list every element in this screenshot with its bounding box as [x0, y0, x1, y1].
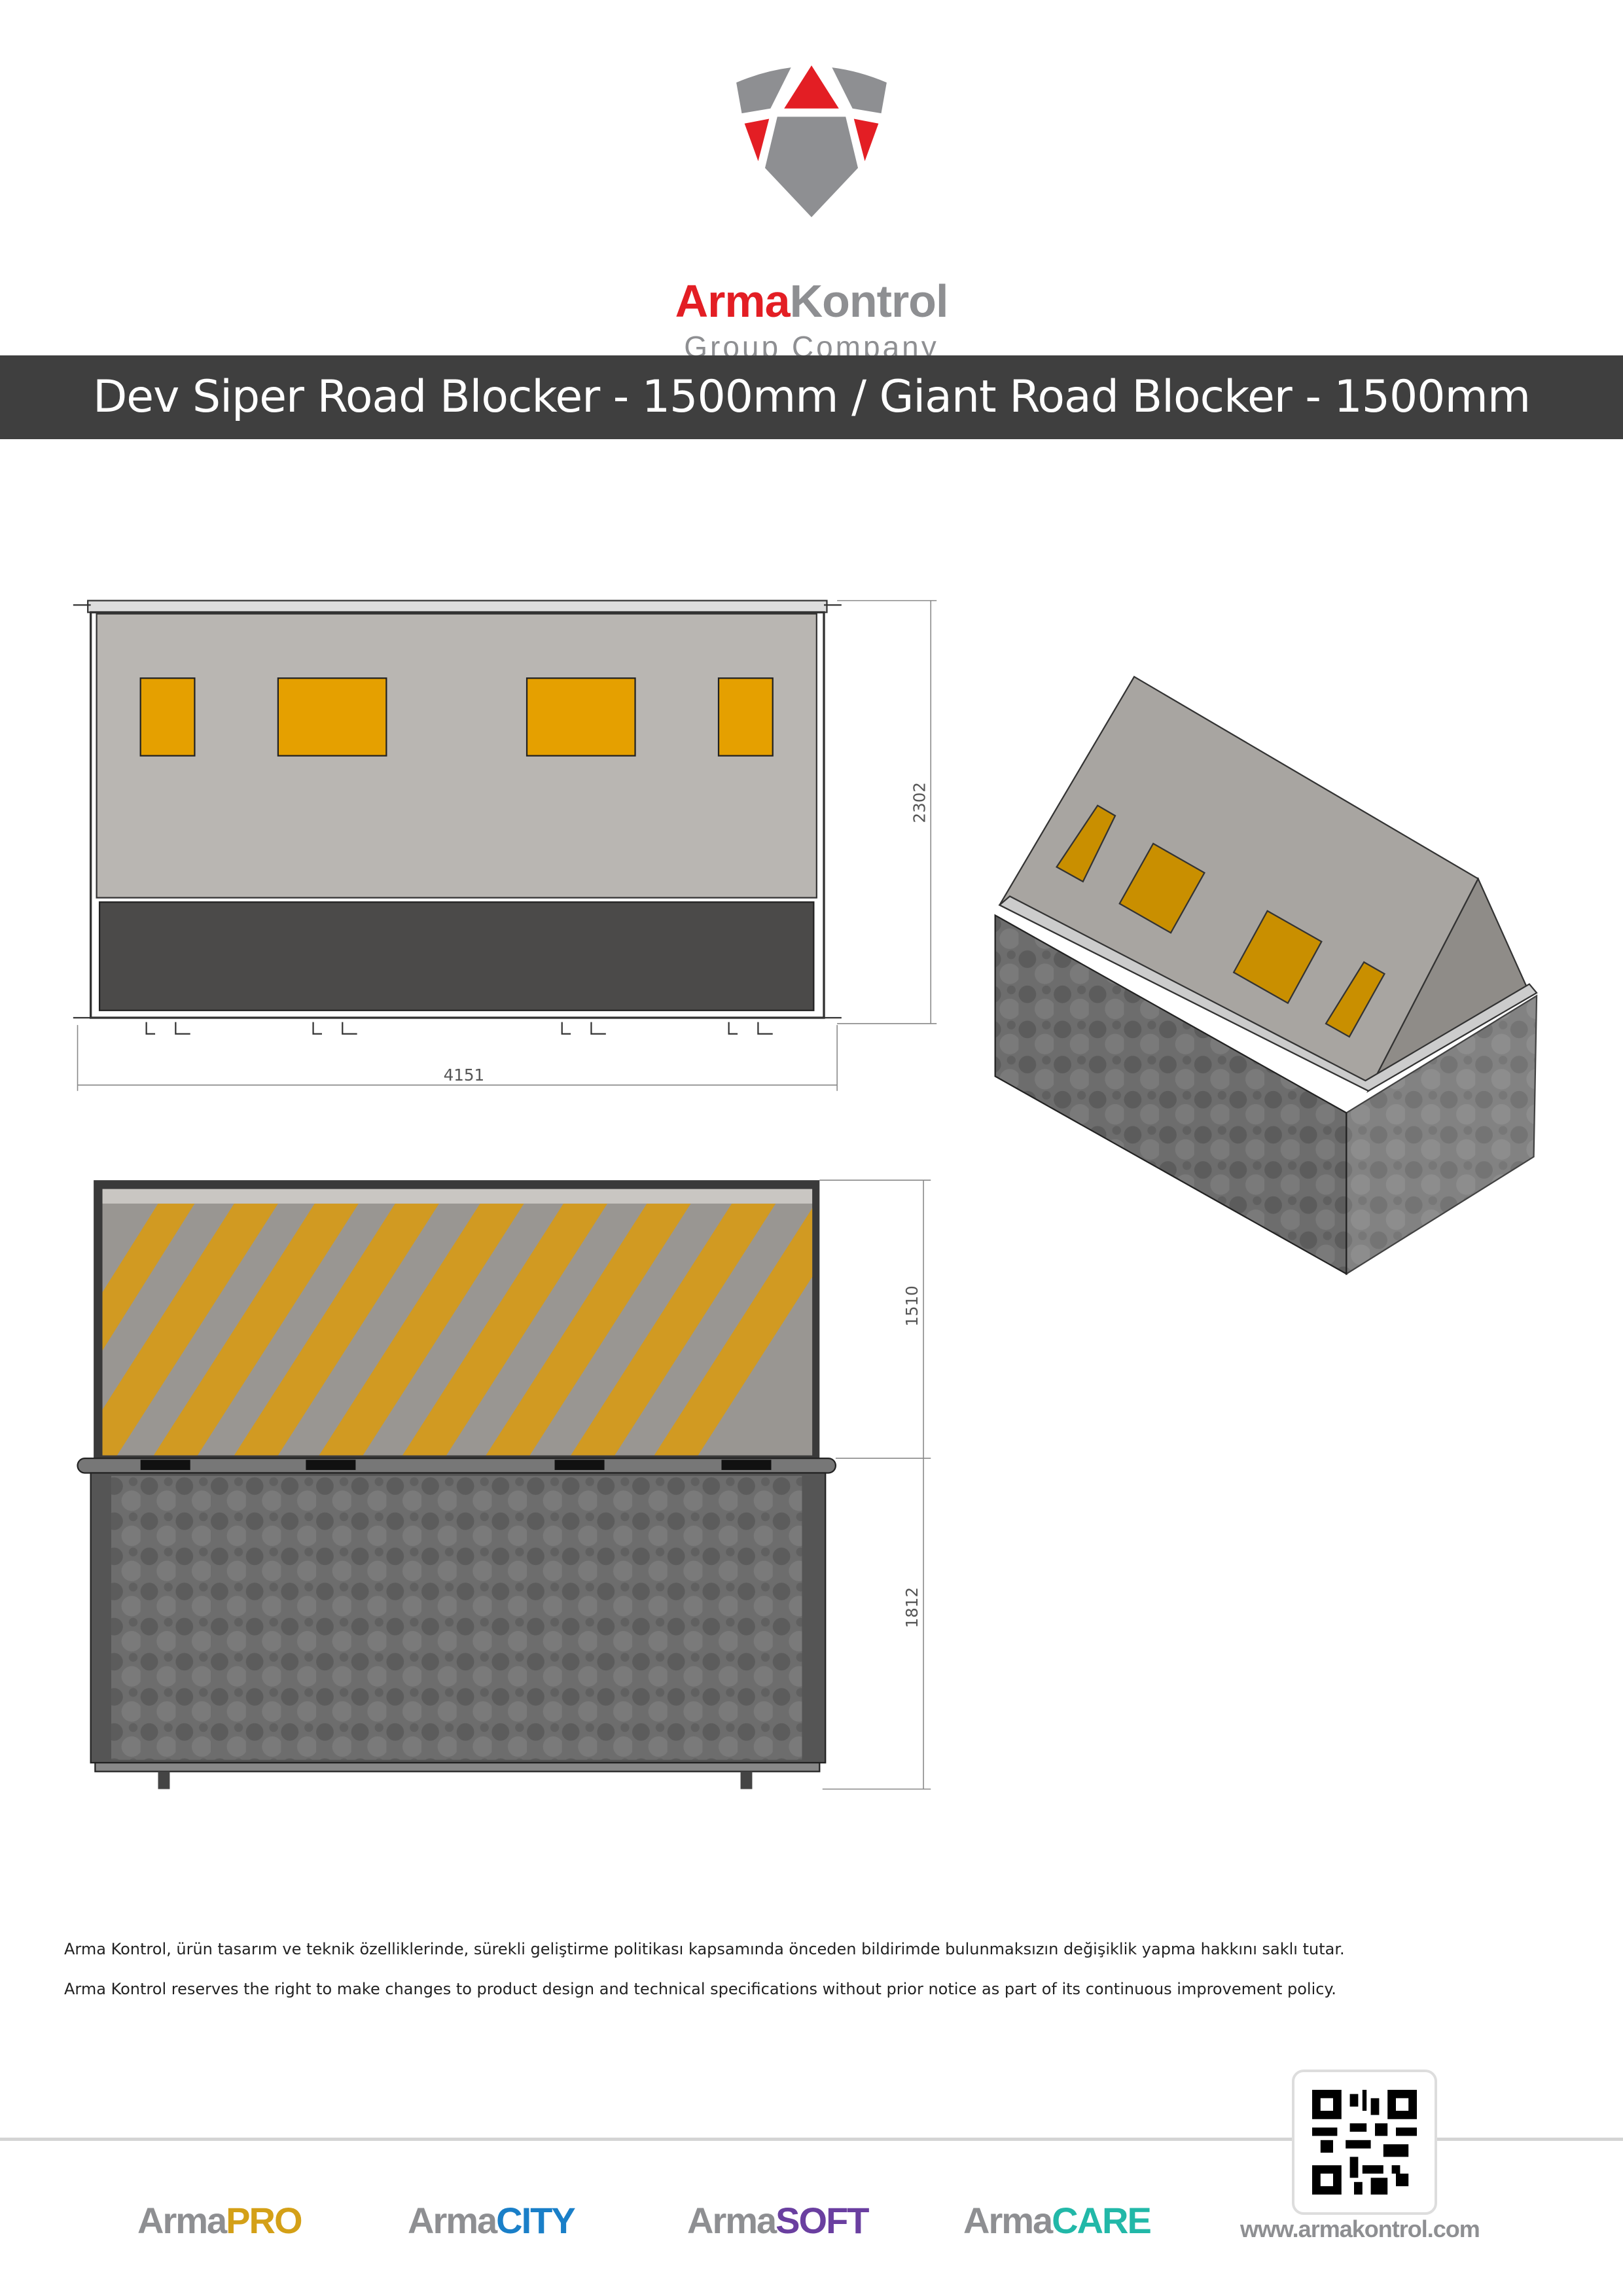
brand-prefix: Arma: [408, 2200, 497, 2241]
brand-prefix: Arma: [137, 2200, 227, 2241]
brand-name: ArmaKontrol: [654, 275, 969, 327]
side-view: 1510 1812: [77, 1179, 931, 1790]
brand-part2: Kontrol: [789, 276, 949, 327]
brand-armacare[interactable]: ArmaCARE: [963, 2199, 1152, 2242]
brand-suffix: CARE: [1052, 2200, 1152, 2241]
brand-armasoft[interactable]: ArmaSOFT: [687, 2199, 870, 2242]
disclaimer-english: Arma Kontrol reserves the right to make …: [64, 1980, 1336, 1998]
brand-armacity[interactable]: ArmaCITY: [408, 2199, 576, 2242]
dimension-width-label: 4151: [444, 1066, 485, 1085]
isometric-view: [994, 675, 1538, 1276]
qr-code[interactable]: [1292, 2070, 1437, 2215]
company-logo: ArmaKontrol Group Company: [654, 59, 969, 364]
website-link[interactable]: www.armakontrol.com: [1240, 2215, 1480, 2242]
brand-suffix: CITY: [496, 2200, 576, 2241]
qr-code-icon: [1312, 2090, 1417, 2195]
disclaimer-turkish: Arma Kontrol, ürün tasarım ve teknik öze…: [64, 1940, 1345, 1958]
dimension-height-label: 2302: [910, 782, 929, 823]
brand-suffix: SOFT: [776, 2200, 869, 2241]
brand-suffix: PRO: [226, 2200, 302, 2241]
shield-logo-icon: [736, 65, 887, 217]
brand-prefix: Arma: [963, 2200, 1053, 2241]
brand-prefix: Arma: [687, 2200, 777, 2241]
dimension-lower-label: 1812: [902, 1587, 921, 1628]
brand-armapro[interactable]: ArmaPRO: [137, 2199, 303, 2242]
front-view: 2302 4151: [73, 600, 937, 1091]
dimension-upper-label: 1510: [902, 1285, 921, 1327]
brand-part1: Arma: [675, 276, 791, 327]
page-title: Dev Siper Road Blocker - 1500mm / Giant …: [0, 355, 1623, 439]
footer-divider: [0, 2138, 1623, 2141]
